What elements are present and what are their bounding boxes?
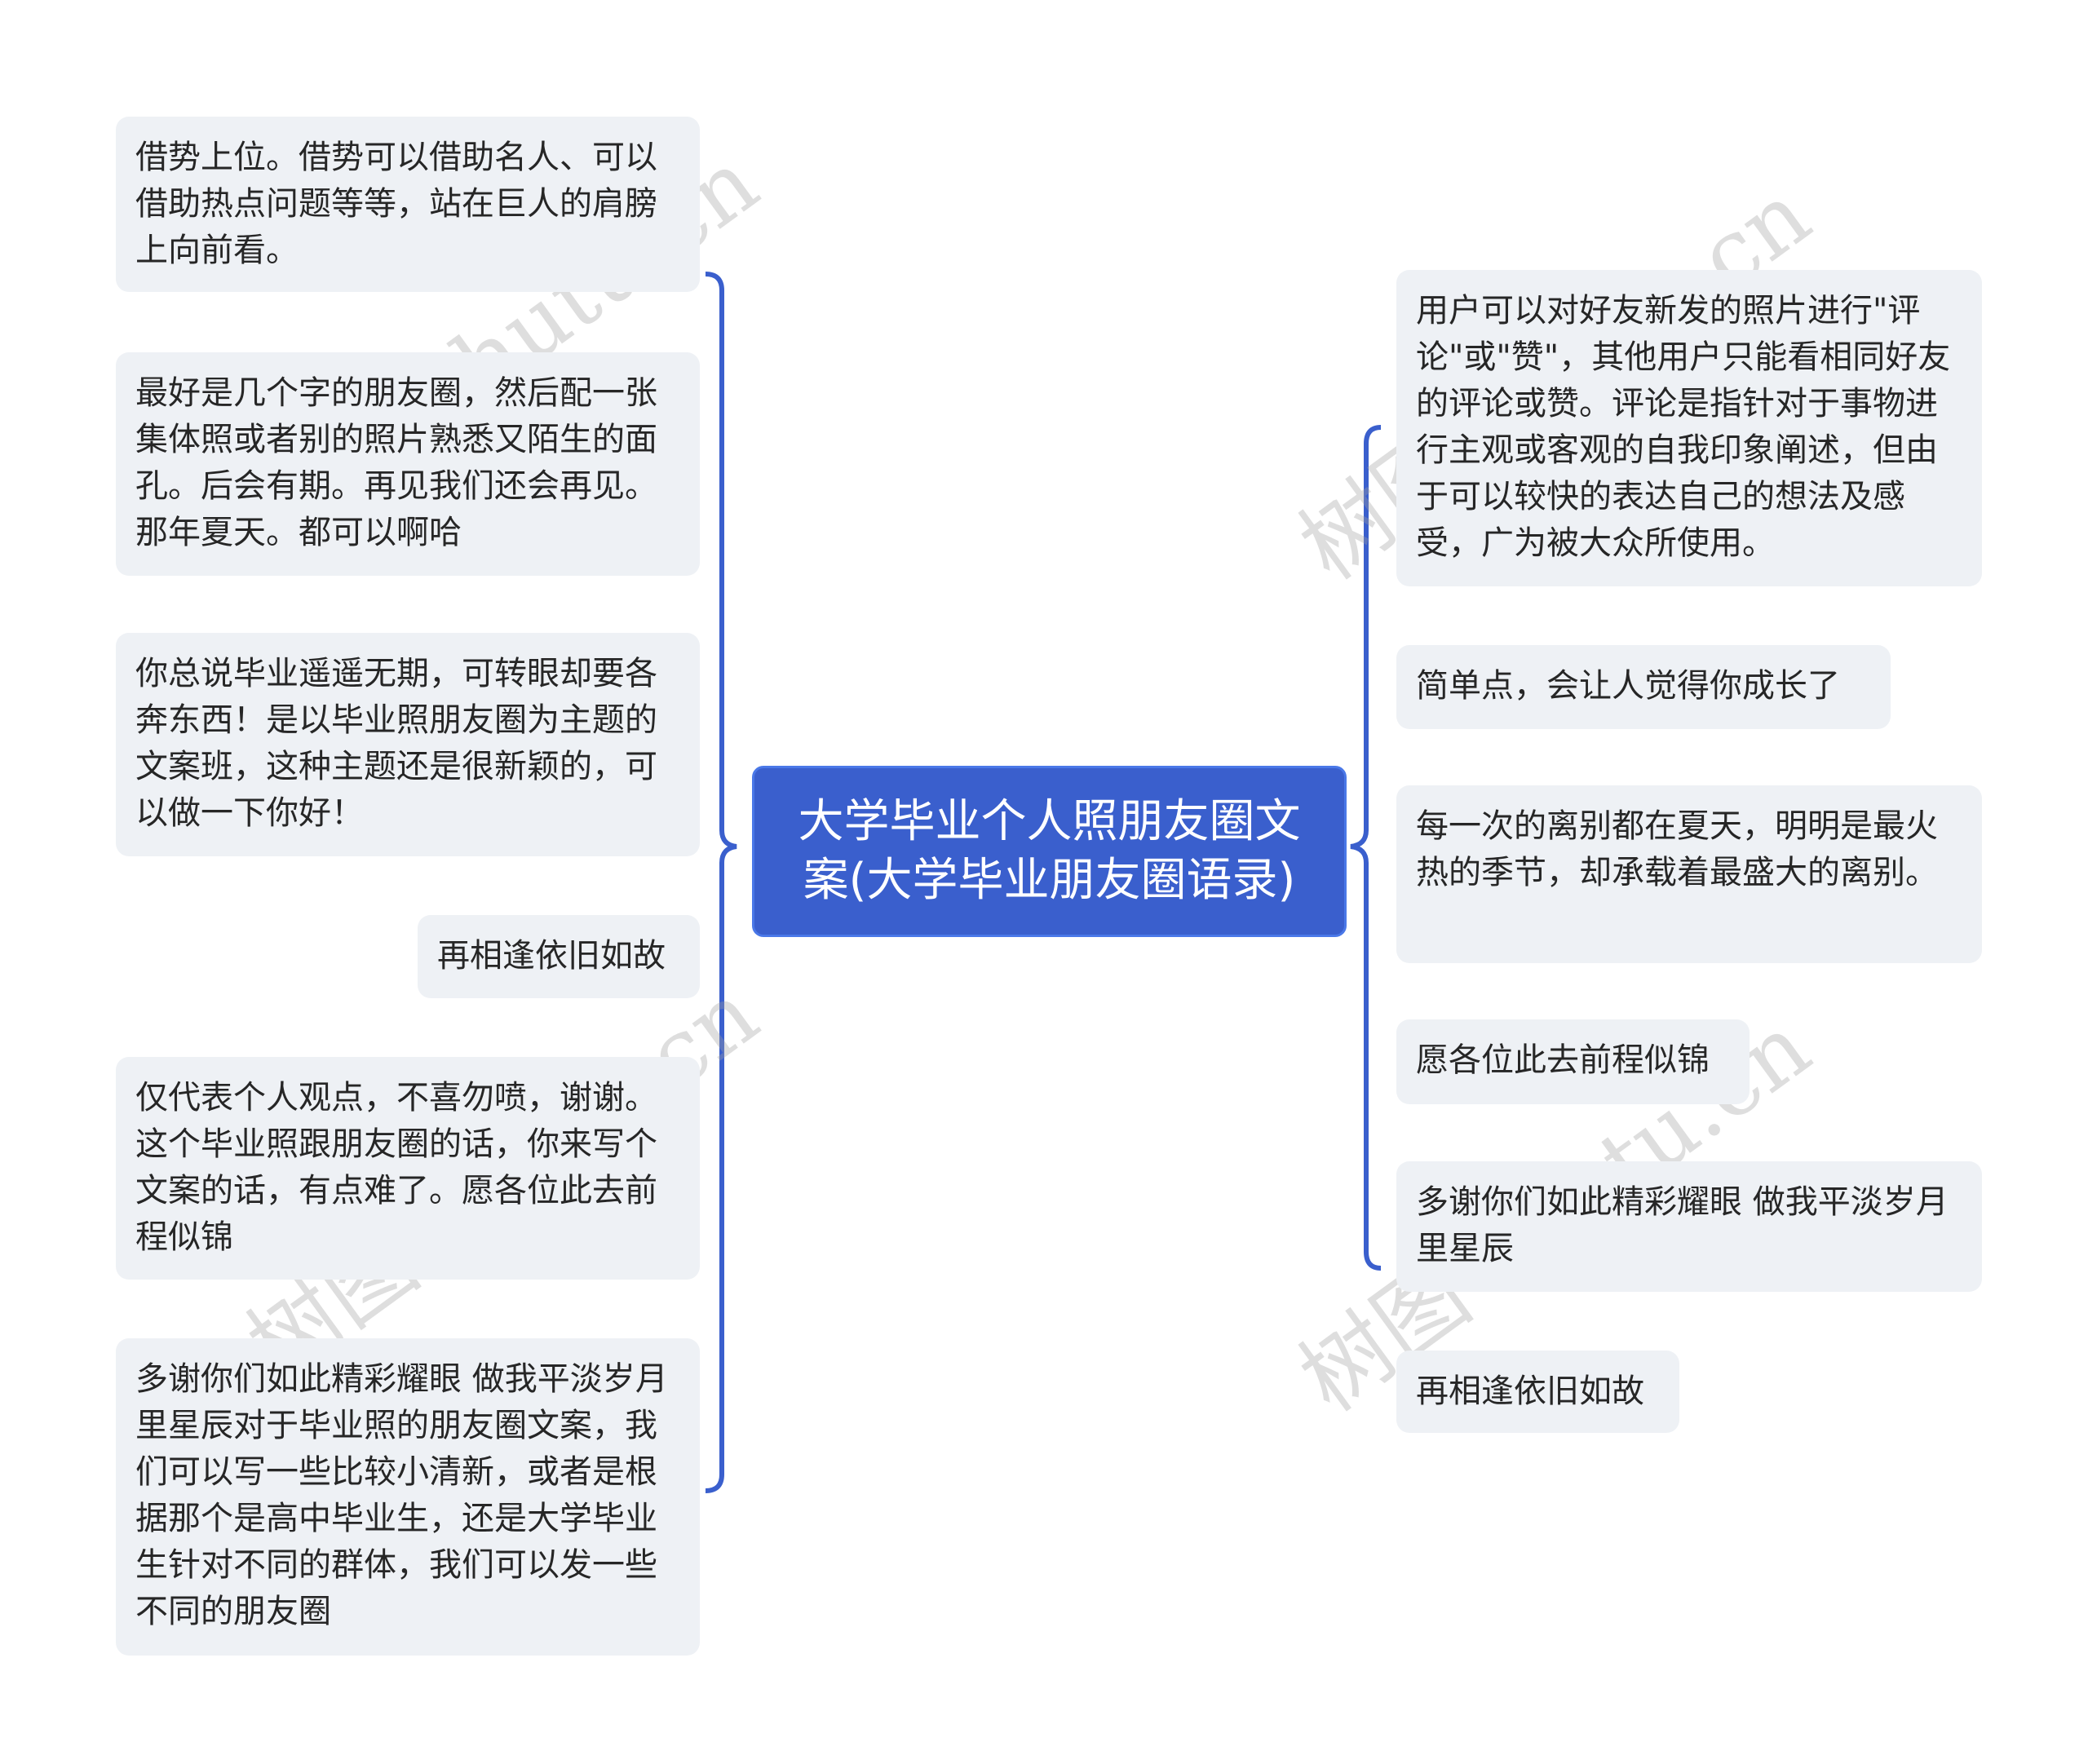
- left-branch-node-4[interactable]: 再相逢依旧如故: [418, 915, 700, 998]
- node-text: 你总说毕业遥遥无期，可转眼却要各奔东西！是以毕业照朋友圈为主题的文案班，这种主题…: [135, 655, 657, 832]
- left-bracket-connector: [705, 272, 737, 1493]
- node-text: 每一次的离别都在夏天，明明是最火热的季节，却承载着最盛大的离别。: [1416, 807, 1938, 891]
- node-text: 仅代表个人观点，不喜勿喷，谢谢。这个毕业照跟朋友圈的话，你来写个文案的话，有点难…: [135, 1079, 657, 1256]
- right-branch-node-3[interactable]: 每一次的离别都在夏天，明明是最火热的季节，却承载着最盛大的离别。: [1396, 785, 1982, 963]
- node-text: 再相逢依旧如故: [1416, 1373, 1644, 1410]
- left-branch-node-6[interactable]: 多谢你们如此精彩耀眼 做我平淡岁月里星辰对于毕业照的朋友圈文案，我们可以写一些比…: [116, 1338, 700, 1656]
- node-text: 再相逢依旧如故: [437, 937, 666, 975]
- central-topic-node[interactable]: 大学毕业个人照朋友圈文案(大学毕业朋友圈语录): [752, 766, 1347, 937]
- node-text: 用户可以对好友新发的照片进行"评论"或"赞"，其他用户只能看相同好友的评论或赞。…: [1416, 292, 1951, 562]
- left-branch-node-1[interactable]: 借势上位。借势可以借助名人、可以借助热点问题等等，站在巨人的肩膀上向前看。: [116, 117, 700, 292]
- node-text: 多谢你们如此精彩耀眼 做我平淡岁月里星辰: [1416, 1183, 1949, 1267]
- node-text: 多谢你们如此精彩耀眼 做我平淡岁月里星辰对于毕业照的朋友圈文案，我们可以写一些比…: [135, 1360, 668, 1630]
- left-branch-node-2[interactable]: 最好是几个字的朋友圈，然后配一张集体照或者别的照片熟悉又陌生的面孔。后会有期。再…: [116, 352, 700, 576]
- node-text: 愿各位此去前程似锦: [1416, 1041, 1710, 1079]
- right-branch-node-2[interactable]: 简单点，会让人觉得你成长了: [1396, 645, 1891, 729]
- right-branch-node-5[interactable]: 多谢你们如此精彩耀眼 做我平淡岁月里星辰: [1396, 1161, 1982, 1292]
- left-branch-node-5[interactable]: 仅代表个人观点，不喜勿喷，谢谢。这个毕业照跟朋友圈的话，你来写个文案的话，有点难…: [116, 1057, 700, 1280]
- right-bracket-connector: [1350, 425, 1382, 1271]
- right-branch-node-6[interactable]: 再相逢依旧如故: [1396, 1351, 1679, 1433]
- node-text: 借势上位。借势可以借助名人、可以借助热点问题等等，站在巨人的肩膀上向前看。: [135, 139, 657, 269]
- left-branch-node-3[interactable]: 你总说毕业遥遥无期，可转眼却要各奔东西！是以毕业照朋友圈为主题的文案班，这种主题…: [116, 633, 700, 856]
- node-text: 简单点，会让人觉得你成长了: [1416, 667, 1840, 705]
- node-text: 最好是几个字的朋友圈，然后配一张集体照或者别的照片熟悉又陌生的面孔。后会有期。再…: [135, 374, 657, 551]
- central-topic-label: 大学毕业个人照朋友圈文案(大学毕业朋友圈语录): [798, 795, 1301, 907]
- right-branch-node-1[interactable]: 用户可以对好友新发的照片进行"评论"或"赞"，其他用户只能看相同好友的评论或赞。…: [1396, 270, 1982, 586]
- right-branch-node-4[interactable]: 愿各位此去前程似锦: [1396, 1019, 1750, 1104]
